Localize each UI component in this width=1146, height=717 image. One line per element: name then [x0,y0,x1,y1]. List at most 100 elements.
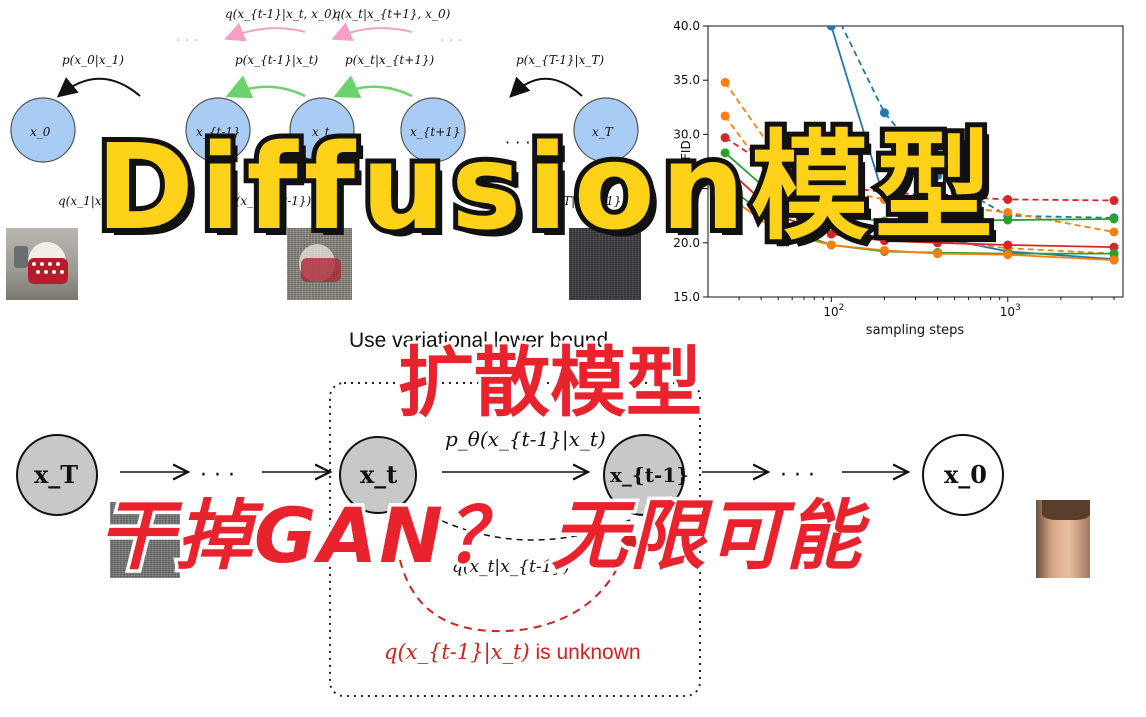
data-point-2-5 [1003,207,1013,217]
face-photo [1036,500,1090,578]
label-p-3: p(x_t|x_{t+1}) [345,53,435,67]
main-title: Diffusion模型 [91,113,999,261]
data-point-2-3 [879,194,889,204]
label-q-fwd-3: q(x_T|x_{T-1}) [538,194,626,208]
data-point-5-5 [1003,215,1013,225]
data-point-6-1 [773,211,783,221]
black-arrow-right [509,76,583,98]
svg-text:x_0: x_0 [30,125,51,139]
green-arrow-1 [225,75,306,99]
label-q-fwd-1: q(x_1|x_0) [58,194,120,208]
use-variational-text: Use variational lower bound [349,329,609,352]
data-point-8-2 [826,240,836,250]
data-point-5-2 [826,211,836,221]
y-tick-label-4: 35.0 [673,73,700,87]
data-point-5-0 [720,148,730,158]
pure-noise-image [569,228,641,300]
node-xt-minus-1: x_{t-1} [603,434,689,516]
tagline: 干掉GAN？ 无限可能 [95,488,865,584]
svg-text:x_0: x_0 [944,460,987,489]
data-point-2-1 [773,153,783,163]
label-q-fwd-2: q(x_t|x_{t-1}) [228,194,312,208]
dog-photo-clean [6,228,78,300]
data-point-2-4 [933,200,943,210]
data-point-2-0 [720,77,730,87]
red-dashed-arc [399,526,638,633]
label-q-rev-2: q(x_t|x_{t+1}, x_0) [333,7,451,21]
data-point-8-6 [1109,255,1119,265]
pink-dots-left: · · · [176,33,198,49]
data-point-5-6 [1109,214,1119,224]
data-point-1-3 [879,108,889,118]
data-point-6-6 [1109,242,1119,252]
dots-1: · · · [200,463,235,488]
svg-text:x_{t-1}: x_{t-1} [610,463,689,487]
node-x-t: x_t [289,97,355,163]
q-unknown-formula: q(x_{t-1}|x_t) [384,640,530,664]
chart-xlabel: sampling steps [866,323,965,338]
data-point-1-4 [933,171,943,181]
q-unknown-suffix: is unknown [535,641,641,664]
dotted-box [329,382,701,697]
data-point-3-3 [879,227,889,237]
node-x-t-minus-1: x_{t-1} [185,97,251,163]
node-xt: x_t [339,436,417,514]
data-point-5-1 [773,194,783,204]
data-point-4-5 [1003,194,1013,204]
y-tick-label-3: 30.0 [673,127,700,141]
data-point-6-4 [933,238,943,248]
data-point-3-1 [773,184,783,194]
noise-image-left [110,502,180,578]
data-point-6-3 [879,236,889,246]
pink-arrow-1 [224,22,306,42]
y-tick-label-1: 20.0 [673,236,700,250]
y-tick-label-0: 15.0 [673,290,700,304]
data-point-7-0 [720,178,730,188]
node-x-T: x_T [573,97,639,163]
data-point-8-5 [1003,250,1013,260]
data-point-8-3 [879,245,889,255]
black-arrow-left [56,77,141,98]
subtitle-diffusion-model: 扩散模型 [395,335,705,430]
y-tick-label-5: 40.0 [673,19,700,33]
svg-text:x_{t-1}: x_{t-1} [196,125,241,139]
data-point-6-0 [720,162,730,172]
svg-text:x_t: x_t [312,125,330,139]
dog-photo-noisy [287,228,352,300]
top-diffusion-diagram: · · · · · · q(x_{t-1}|x_t, x_0) q(x_t|x_… [10,7,639,208]
pink-dots-right: · · · [440,33,462,49]
svg-text:x_{t+1}: x_{t+1} [410,125,461,139]
data-point-8-0 [720,189,730,199]
data-point-5-4 [933,216,943,226]
data-point-4-1 [773,167,783,177]
green-arrow-2 [333,75,413,99]
data-point-3-0 [720,111,730,121]
svg-text:x_T: x_T [592,125,614,139]
data-point-6-2 [826,229,836,239]
pink-arrow-2 [331,22,413,41]
data-point-5-3 [879,216,889,226]
data-point-6-5 [1003,240,1013,250]
data-point-8-1 [773,227,783,237]
label-p-theta: p_θ(x_{t-1}|x_t) [445,427,606,452]
dots-2: · · · [780,463,815,488]
label-p-4: p(x_{T-1}|x_T) [516,53,604,67]
label-q-lower: q(x_t|x_{t-1}) [452,557,570,577]
svg-text:x_t: x_t [360,460,397,489]
chart-ylabel: FID [679,140,693,160]
data-point-4-3 [879,187,889,197]
node-x-t-plus-1: x_{t+1} [400,97,466,163]
svg-text:x_T: x_T [34,460,78,489]
data-point-7-6 [1109,249,1119,259]
forward-dashed-arc [439,519,631,541]
middle-dots: · · · [505,133,530,152]
label-q-rev-1: q(x_{t-1}|x_t, x_0) [225,7,337,21]
label-p-2: p(x_{t-1}|x_t) [235,53,319,67]
y-tick-label-2: 25.0 [673,182,700,196]
q-unknown-label: q(x_{t-1}|x_t) is unknown [384,640,641,665]
data-point-8-4 [933,249,943,259]
data-point-4-4 [933,191,943,201]
data-point-4-2 [826,181,836,191]
